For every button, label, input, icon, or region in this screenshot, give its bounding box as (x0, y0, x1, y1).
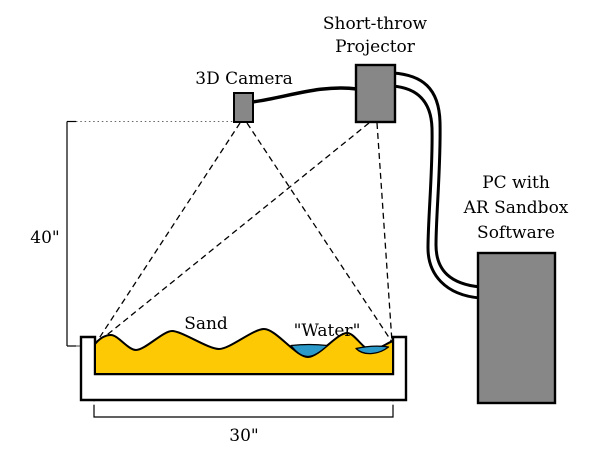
pc-tower-box (476, 251, 557, 405)
width-dimension-bracket (93, 405, 394, 418)
water-label: "Water" (294, 321, 361, 341)
pc-label-line3: Software (477, 223, 555, 243)
projector-beam-line-right (376, 122, 393, 343)
water-patch-2 (355, 345, 390, 355)
projector-beam-line-left (96, 122, 370, 344)
height-dimension-label: 40" (30, 228, 59, 248)
projector-label-line1: Short-throw (323, 14, 428, 34)
projector-pc-cable-1 (391, 71, 482, 289)
projector-label-line2: Projector (335, 37, 416, 57)
camera-fov-line-left (95, 122, 241, 344)
camera-projector-cable (250, 86, 359, 104)
camera-label: 3D Camera (195, 69, 292, 89)
width-dimension-label: 30" (229, 426, 258, 446)
sand-label: Sand (184, 314, 228, 334)
pc-label-line2: AR Sandbox (463, 198, 569, 218)
projector-box (354, 63, 397, 124)
camera-box (233, 92, 254, 123)
camera-fov-line-right (246, 122, 393, 343)
water-patch-1 (290, 343, 329, 358)
pc-label-line1: PC with (482, 173, 550, 193)
projector-pc-cable-2 (391, 84, 482, 300)
